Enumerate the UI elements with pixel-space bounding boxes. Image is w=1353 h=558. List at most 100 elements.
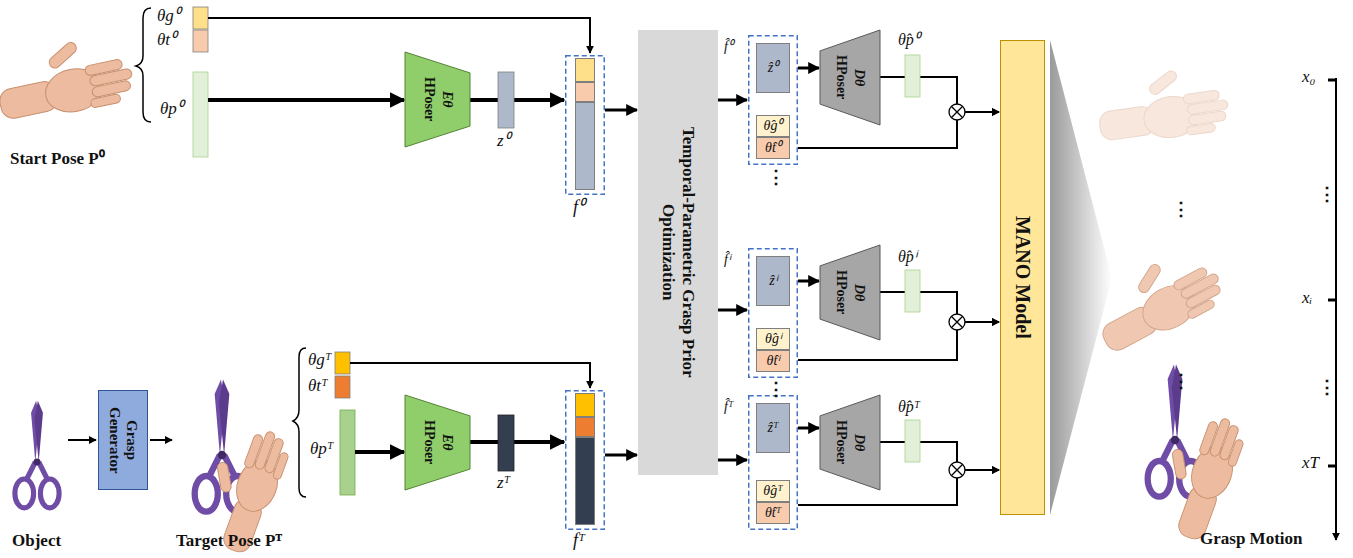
decoder-trapezoid: HPoserDθ (820, 30, 880, 125)
brace (293, 348, 306, 497)
node-outline (820, 30, 880, 125)
node-text: Eθ (439, 434, 455, 451)
illustration-part (949, 104, 965, 120)
node-outline (566, 56, 605, 195)
feature-block: θ̂tⁱ (756, 350, 790, 372)
math-label: zᵀ (497, 474, 510, 493)
wire (208, 98, 404, 102)
feature-group: ẑ⁰θ̂g⁰θ̂t⁰f̂⁰ (748, 35, 798, 165)
param-block (335, 376, 350, 398)
hand-illustration (0, 29, 137, 126)
flow-arrow (798, 470, 999, 505)
hand-illustration (191, 418, 295, 557)
feature-block (575, 82, 595, 102)
math-label: z⁰ (497, 132, 510, 151)
node-content: MANO Model (1000, 40, 1045, 515)
pose-bar (340, 410, 355, 495)
pose-bar (193, 72, 208, 157)
node-outline (566, 391, 605, 530)
node-content (565, 55, 605, 195)
node-outline (98, 390, 148, 490)
tick (1328, 465, 1336, 468)
node-content: Grasp Generator (98, 390, 148, 490)
node-text: HPoser (420, 77, 436, 121)
node-outline (749, 396, 798, 530)
node-outline (749, 36, 798, 165)
node-text: ẑⁱ (769, 273, 776, 289)
node-outline (749, 249, 798, 378)
decoder-trapezoid: HPoserDθ (820, 245, 880, 340)
node-content (748, 248, 798, 378)
math-label: x₀ (1302, 68, 1315, 87)
node-text: fᵀ (573, 530, 585, 551)
node-outline (748, 35, 798, 165)
math-label: θ̂pⁱ (898, 248, 917, 266)
math-label: θtᵀ (308, 377, 328, 396)
node-outline (405, 395, 470, 490)
math-label: θpᵀ (310, 440, 333, 459)
param-block (193, 30, 208, 52)
flow-arrow (880, 442, 999, 470)
feature-block: θ̂tᵀ (756, 502, 790, 524)
flow-arrow (880, 292, 999, 322)
node-content (748, 395, 798, 530)
node-text: f̂ⁱ (724, 252, 730, 268)
node-text: θ̂tⁱ (767, 353, 780, 369)
node-outline (405, 52, 470, 147)
multiply-symbol (949, 104, 965, 478)
feature-group: ẑᵀθ̂gᵀθ̂tᵀf̂ᵀ (748, 395, 798, 530)
feature-block: θ̂g⁰ (756, 115, 790, 137)
flow-arrow (470, 98, 564, 102)
node-text: Dθ (851, 284, 867, 301)
optimization-box: Temporal-Parametric Grasp Prior Optimiza… (638, 30, 718, 475)
illustration-part (951, 316, 962, 327)
flow-arrow (880, 77, 999, 112)
feature-group: f⁰ (565, 55, 605, 195)
brace (136, 8, 151, 122)
node-outline (748, 395, 798, 530)
node-text: f̂ᵀ (724, 399, 733, 415)
feature-block (575, 393, 595, 417)
math-label: xᵢ (1302, 289, 1312, 308)
node-text: f⁰ (573, 197, 584, 218)
pose-bar (905, 270, 920, 312)
ellipsis: ⋮ (767, 380, 785, 400)
feature-block: θ̂t⁰ (756, 137, 790, 159)
node-text: ẑᵀ (768, 420, 779, 436)
node-text: MANO Model (1011, 216, 1034, 339)
node-content: HPoserEθ (405, 395, 470, 490)
flow-arrow (718, 99, 747, 102)
feature-block (575, 102, 595, 190)
caption-label: Object (12, 532, 61, 551)
caption-label: Start Pose P⁰ (10, 150, 105, 169)
node-content: HPoserDθ (820, 395, 880, 490)
node-text: θ̂g⁰ (764, 118, 783, 134)
node-content (565, 390, 605, 530)
object-illustration (15, 401, 59, 508)
node-outline (1001, 41, 1045, 515)
node-outline (748, 248, 798, 378)
hand-illustration (1146, 405, 1250, 544)
node-content: HPoserDθ (820, 245, 880, 340)
flow-arrow (605, 454, 637, 457)
node-outline (405, 395, 470, 490)
math-label: θg⁰ (157, 7, 180, 26)
pose-bar (905, 55, 920, 97)
wire (150, 439, 172, 441)
param-block (335, 352, 350, 374)
wire (589, 17, 591, 53)
flow-arrow (798, 322, 999, 360)
feature-block (575, 417, 595, 437)
node-outline (820, 395, 880, 490)
math-label: θ̂pᵀ (898, 398, 920, 416)
wire (350, 362, 590, 364)
ellipsis: ⋮ (767, 168, 785, 188)
node-text: HPoser (420, 420, 436, 464)
feature-block: θ̂gᵀ (756, 480, 790, 502)
caption-label: Grasp Motion (1200, 530, 1302, 549)
node-content: HPoserEθ (405, 52, 470, 147)
node-text: Dθ (851, 434, 867, 451)
